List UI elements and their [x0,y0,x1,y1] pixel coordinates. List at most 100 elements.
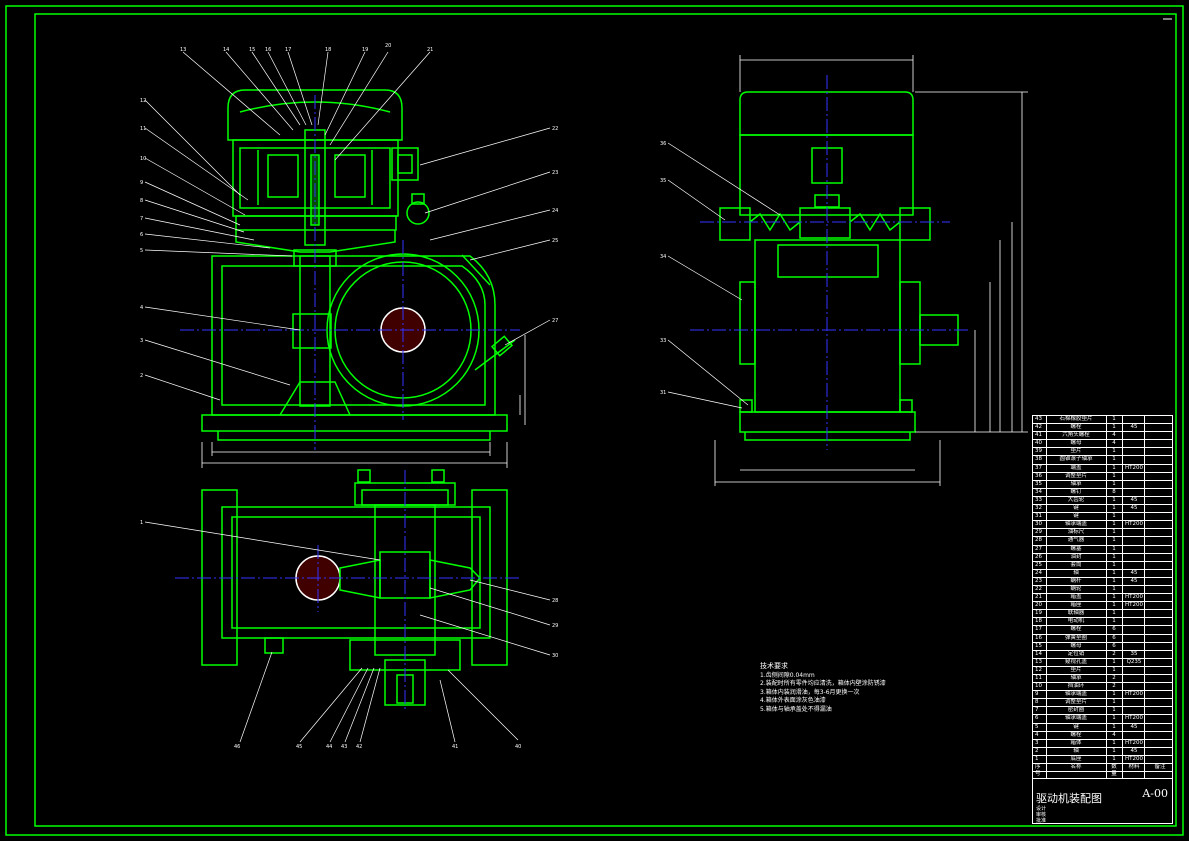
bom-cell: 45 [1130,505,1138,512]
bom-cell: 螺栓 [1070,424,1082,431]
bom-cell: 联轴器 [1067,610,1085,617]
front-dimensions [201,335,526,468]
title-label: 批准 [1036,818,1047,824]
bom-cell: 1 [1112,739,1116,746]
svg-text:7: 7 [140,216,143,222]
bom-cell: 螺母 [1070,642,1082,649]
bom-cell: 1 [1112,723,1116,730]
bom-cell: 1 [1112,707,1116,714]
bom-cell: 1 [1112,577,1116,584]
bom-cell: 电动机 [1067,618,1085,625]
bom-divider [1144,416,1145,779]
bom-cell: 42 [1035,424,1042,431]
bom-cell: 备注 [1154,764,1166,771]
bom-cell: 1 [1112,456,1116,463]
bom-cell: 5 [1035,723,1039,730]
bom-row: 序号名称数量材料备注 [1033,764,1172,777]
front-view [201,89,516,441]
bom-cell: 六角头螺栓 [1062,432,1090,439]
bom-cell: 18 [1035,618,1042,625]
bom-cell: 1 [1112,618,1116,625]
bom-cell: 40 [1035,440,1042,447]
bom-cell: HT200 [1125,715,1143,722]
plan-center-lines [175,470,520,712]
bom-cell: 2 [1112,683,1116,690]
bom-cell: 1 [1112,416,1116,422]
bom-cell: 11 [1035,675,1042,681]
bom-cell: 油标尺 [1067,529,1085,536]
svg-text:6: 6 [140,232,143,238]
bom-cell: 底座 [1070,755,1082,762]
svg-text:29: 29 [552,623,558,629]
svg-text:27: 27 [552,318,558,324]
bom-cell: 1 [1112,521,1116,528]
bom-cell: 轴 [1073,747,1079,754]
bom-cell: 1 [1112,610,1116,617]
side-view [719,91,959,441]
svg-text:17: 17 [285,47,291,53]
bom-cell: 1 [1112,424,1116,431]
bom-cell: 1 [1112,464,1116,471]
svg-text:22: 22 [552,126,558,132]
note-item: 1.齿侧间隙0.04mm [760,671,815,679]
bom-cell: 2 [1112,650,1116,657]
svg-text:41: 41 [452,744,458,750]
bom-cell: 1 [1112,594,1116,601]
bom-cell: 45 [1130,747,1138,754]
bom-cell: 6 [1112,634,1116,641]
bom-cell: 序号 [1035,764,1041,777]
bom-cell: 1 [1112,505,1116,512]
bom-cell: 箱盖 [1070,594,1082,601]
bom-cell: 45 [1130,577,1138,584]
svg-text:43: 43 [341,744,347,750]
svg-text:15: 15 [249,47,255,53]
plan-view [201,469,508,706]
bom-cell: 轴承 [1070,675,1082,681]
bom-cell: 窥视孔盖 [1064,658,1087,665]
svg-text:33: 33 [660,338,666,344]
outer-border [5,5,1184,836]
bom-cell: 1 [1112,545,1116,552]
svg-text:46: 46 [234,744,240,750]
svg-text:5: 5 [140,248,143,254]
bom-cell: 螺塞 [1070,545,1082,552]
bom-cell: 32 [1035,505,1042,512]
bom-cell: 1 [1112,715,1116,722]
bom-cell: HT200 [1125,464,1143,471]
bom-cell: 1 [1112,480,1116,487]
note-item: 2.装配时所有零件均应清洗，箱体内壁涂防锈漆 [760,680,886,687]
svg-text:19: 19 [362,47,368,53]
bom-cell: 3 [1035,739,1039,746]
svg-text:2: 2 [140,373,143,379]
svg-text:36: 36 [660,141,666,147]
bom-cell: 1 [1035,755,1039,762]
bom-cell: 1 [1112,561,1116,568]
svg-text:10: 10 [140,156,146,162]
bom-cell: Q235 [1126,658,1142,665]
svg-text:4: 4 [140,305,143,311]
bom-cell: 39 [1035,448,1042,455]
bom-cell: 2 [1035,747,1039,754]
bom-cell: 螺母 [1070,440,1082,447]
bom-cell: HT200 [1125,739,1143,746]
bom-cell: 石棉橡胶垫片 [1059,416,1093,422]
